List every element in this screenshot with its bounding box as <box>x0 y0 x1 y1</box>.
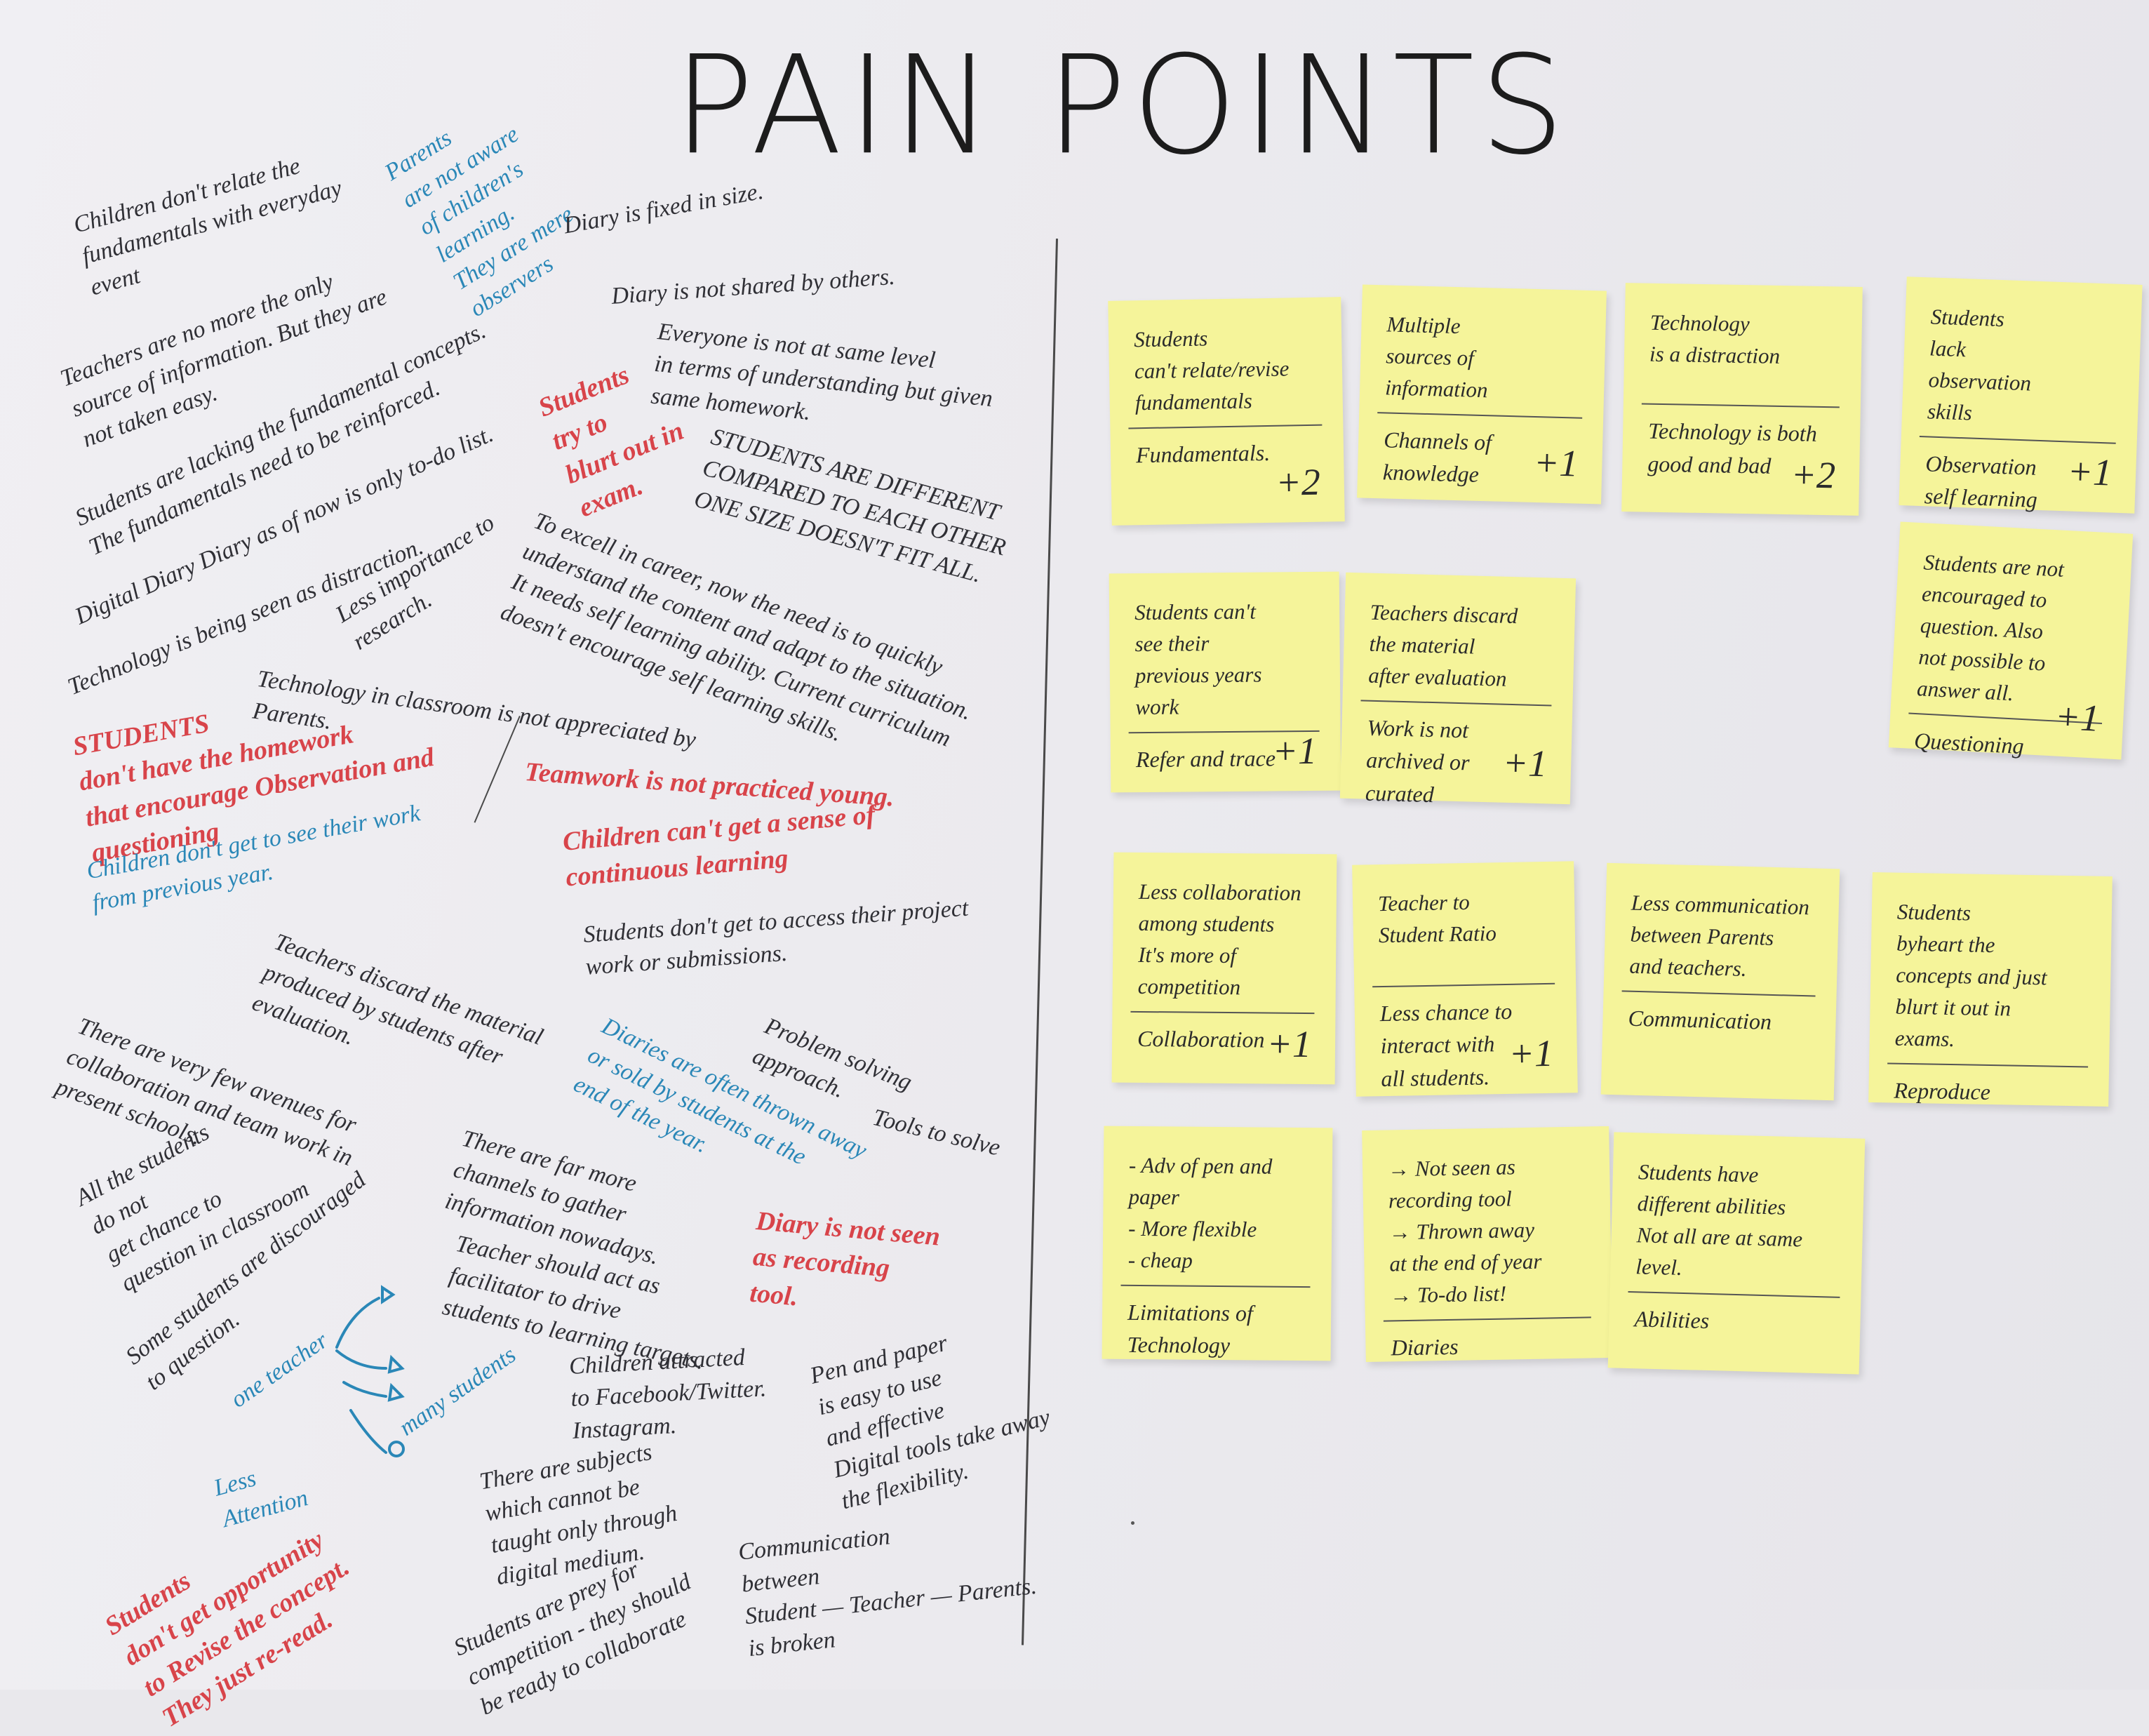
sticky-problem-text: → Not seen as recording tool → Thrown aw… <box>1387 1154 1542 1308</box>
sticky-category-label: Abilities <box>1634 1305 1710 1333</box>
sticky-divider-line <box>1887 1062 2089 1068</box>
sticky-note: Less communication between Parents and t… <box>1600 862 1840 1101</box>
sticky-vote-count: +1 <box>1508 1031 1554 1075</box>
sticky-note: → Not seen as recording tool → Thrown aw… <box>1362 1126 1613 1363</box>
sticky-note: Students byheart the concepts and just b… <box>1868 872 2113 1107</box>
sticky-problem-text: Less collaboration among students It's m… <box>1137 879 1301 1000</box>
sticky-problem-text: Students can't relate/revise fundamental… <box>1133 326 1290 415</box>
sticky-note: Students can't relate/revise fundamental… <box>1108 297 1345 526</box>
sticky-divider-line <box>1120 1284 1311 1288</box>
teacher-students-diagram <box>335 1285 405 1457</box>
sticky-divider-line <box>1377 411 1583 419</box>
sticky-category-label: Reproduce <box>1894 1077 1991 1104</box>
sticky-divider-line <box>1130 1010 1315 1014</box>
sticky-divider-line <box>1641 403 1840 408</box>
sticky-problem-text: Students can't see their previous years … <box>1134 599 1262 719</box>
sticky-vote-count: +1 <box>2066 450 2113 494</box>
sticky-divider-line <box>1383 1316 1591 1322</box>
sticky-note: Teachers discard the material after eval… <box>1339 572 1576 807</box>
sticky-vote-count: +1 <box>2054 695 2101 740</box>
handwritten-note: Diary is not seen as recording tool. <box>749 1206 942 1312</box>
sticky-vote-count: +1 <box>1272 729 1318 773</box>
sticky-note: Less collaboration among students It's m… <box>1111 852 1337 1085</box>
pin-dot <box>1131 1521 1134 1525</box>
sticky-vote-count: +2 <box>1790 453 1836 497</box>
sticky-note: Students have different abilities Not al… <box>1607 1132 1866 1375</box>
sticky-vote-count: +2 <box>1275 460 1321 504</box>
sticky-divider-line <box>1128 424 1323 429</box>
arrow-to-student-4 <box>349 1409 387 1454</box>
sticky-divider-line <box>1628 1290 1840 1298</box>
sticky-note: Students are not encouraged to question.… <box>1888 521 2134 760</box>
sticky-problem-text: Students are not encouraged to question.… <box>1916 549 2065 706</box>
sticky-note: Students can't see their previous years … <box>1109 571 1341 793</box>
sticky-problem-text: Teacher to Student Ratio <box>1377 889 1497 948</box>
student-glyph-2 <box>387 1354 405 1374</box>
sticky-category-label: Communication <box>1628 1005 1772 1034</box>
student-glyph-3 <box>387 1382 405 1402</box>
page-title: PAIN POINTS <box>674 26 1570 185</box>
whiteboard-paper <box>0 0 2149 1690</box>
sticky-problem-text: Less communication between Parents and t… <box>1629 890 1810 981</box>
arrow-to-student-3 <box>342 1381 387 1398</box>
sticky-divider-line <box>1372 982 1555 988</box>
sticky-vote-count: +1 <box>1533 441 1579 485</box>
sticky-divider-line <box>1919 435 2116 444</box>
sticky-problem-text: Students lack observation skills <box>1927 304 2032 425</box>
sticky-vote-count: +1 <box>1266 1022 1312 1065</box>
arrow-to-student-1 <box>335 1297 380 1349</box>
sticky-divider-line <box>1360 700 1552 707</box>
arrow-to-student-2 <box>335 1349 387 1370</box>
sticky-vote-count: +1 <box>1502 741 1548 785</box>
sticky-category-label: Limitations of Technology <box>1127 1299 1253 1358</box>
sticky-problem-text: Students have different abilities Not al… <box>1635 1159 1803 1280</box>
handwritten-note: Children attracted to Facebook/Twitter. … <box>568 1344 768 1444</box>
sticky-divider-line <box>1621 990 1816 997</box>
sticky-note: - Adv of pen and paper - More flexible -… <box>1102 1126 1333 1361</box>
sticky-problem-text: Teachers discard the material after eval… <box>1367 599 1518 691</box>
student-glyph-1 <box>381 1285 396 1304</box>
student-glyph-4 <box>388 1441 405 1457</box>
sticky-problem-text: Multiple sources of information <box>1384 312 1489 403</box>
sticky-problem-text: Students byheart the concepts and just b… <box>1894 899 2047 1051</box>
sticky-category-label: Diaries <box>1391 1333 1459 1361</box>
sticky-problem-text: Technology is a distraction <box>1649 309 1781 368</box>
sticky-problem-text: - Adv of pen and paper - More flexible -… <box>1127 1152 1273 1273</box>
